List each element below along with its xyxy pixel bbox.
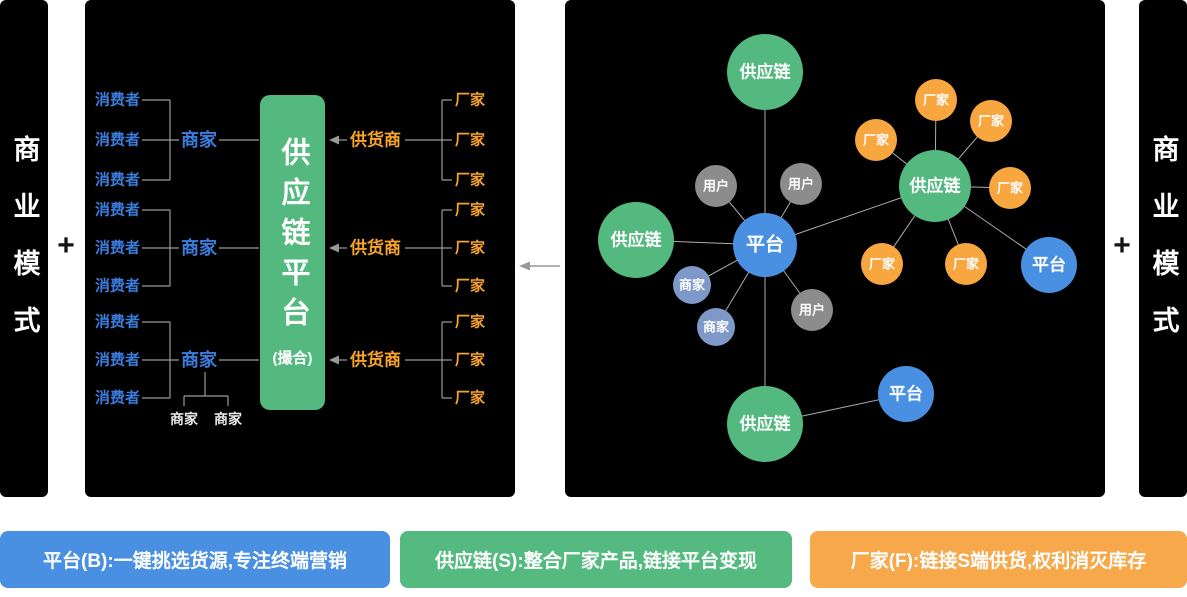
node-label: 商家	[679, 278, 706, 293]
panels-connector-arrow-icon	[519, 261, 560, 271]
merchant-platform-links	[219, 139, 259, 361]
node-label: 平台	[746, 233, 784, 256]
node-label: 用户	[702, 179, 729, 194]
plus-sign-right: +	[1113, 229, 1131, 262]
sub-merchant-bracket	[183, 372, 229, 406]
network-node-factory: 厂家	[915, 79, 957, 121]
consumer-label: 消费者	[95, 313, 141, 331]
legend-platform-prefix: 平台(B):	[43, 551, 114, 572]
consumer-bracket-group2	[142, 209, 179, 287]
network-node-supply-chain-top: 供应链	[727, 34, 803, 110]
network-node-factory: 厂家	[945, 243, 987, 285]
factory-label: 厂家	[455, 91, 486, 109]
network-node-supply-chain-left: 供应链	[598, 202, 674, 278]
network-node-user: 用户	[780, 163, 822, 205]
network-graph-panel: 供应链 供应链 供应链 供应链 平台 平台	[565, 0, 1105, 497]
network-node-factory: 厂家	[989, 167, 1031, 209]
network-node-platform-center: 平台	[733, 213, 797, 277]
node-label: 供应链	[610, 230, 663, 250]
network-node-factory: 厂家	[861, 243, 903, 285]
node-label: 商家	[703, 320, 730, 335]
node-label: 用户	[798, 303, 825, 318]
node-label: 平台	[1032, 255, 1066, 275]
network-node-merchant: 商家	[673, 266, 711, 304]
supply-chain-right-edges	[875, 99, 1050, 266]
legend-supply-chain: 供应链(S):整合厂家产品,链接平台变现	[400, 531, 792, 588]
right-side-bar: 商业模式	[1139, 0, 1187, 497]
consumer-label: 消费者	[95, 351, 141, 369]
flow-connector-lines	[142, 99, 452, 406]
supplier-arrow-3	[329, 355, 347, 365]
consumer-label: 消费者	[95, 91, 141, 109]
sub-merchant-label: 商家	[170, 411, 198, 427]
merchant-label: 商家	[181, 350, 217, 370]
left-side-bar: 商业模式	[0, 0, 48, 497]
consumer-label: 消费者	[95, 171, 141, 189]
node-label: 供应链	[739, 414, 792, 434]
node-label: 厂家	[863, 133, 890, 148]
consumer-bracket-group3	[142, 321, 179, 399]
platform-box-title: 供应链平台	[277, 137, 309, 337]
factory-label: 厂家	[455, 351, 486, 369]
node-label: 厂家	[953, 257, 980, 272]
right-vertical-title: 商业模式	[1148, 134, 1179, 363]
network-node-supply-chain-right: 供应链	[899, 150, 971, 222]
network-node-factory: 厂家	[855, 119, 897, 161]
platform-box-subtitle: (撮合)	[272, 350, 313, 367]
network-node-user: 用户	[695, 165, 737, 207]
legend-platform: 平台(B):一键挑选货源,专注终端营销	[0, 531, 390, 588]
network-node-merchant: 商家	[697, 308, 735, 346]
factory-label: 厂家	[455, 131, 486, 149]
factory-label: 厂家	[455, 313, 486, 331]
merchant-label: 商家	[181, 130, 217, 150]
platform-center-edges	[635, 72, 936, 424]
supplier-label: 供货商	[350, 238, 401, 258]
legend-supply-chain-prefix: 供应链(S):	[435, 551, 524, 572]
node-label: 厂家	[923, 93, 950, 108]
consumer-label: 消费者	[95, 201, 141, 219]
factory-bracket-group2	[405, 209, 452, 287]
sub-merchant-label: 商家	[214, 411, 242, 427]
node-label: 厂家	[869, 257, 896, 272]
supplier-arrow-2	[329, 243, 347, 253]
consumer-bracket-group1	[142, 99, 179, 181]
legend-factory: 厂家(F):链接S端供货,权利消灭库存	[810, 531, 1187, 588]
factory-bracket-group1	[405, 99, 452, 181]
consumer-label: 消费者	[95, 131, 141, 149]
network-node-user: 用户	[791, 289, 833, 331]
node-label: 供应链	[909, 176, 962, 196]
legend-factory-text: 链接S端供货,权利消灭库存	[919, 551, 1147, 572]
node-label: 平台	[889, 384, 923, 404]
network-node-supply-chain-bottom: 供应链	[727, 386, 803, 462]
merchant-label: 商家	[181, 238, 217, 258]
consumer-label: 消费者	[95, 277, 141, 295]
consumer-label: 消费者	[95, 389, 141, 407]
supply-chain-flow-panel: 消费者 消费者 消费者 消费者 消费者 消费者 消费者 消费者 消费者 商家 商…	[85, 0, 515, 497]
node-label: 供应链	[739, 62, 792, 82]
left-vertical-title: 商业模式	[9, 134, 40, 363]
network-node-platform-right: 平台	[1021, 237, 1077, 293]
supplier-label: 供货商	[350, 350, 401, 370]
network-node-factory: 厂家	[970, 100, 1012, 142]
factory-label: 厂家	[455, 239, 486, 257]
legend-platform-text: 一键挑选货源,专注终端营销	[113, 551, 347, 572]
supplier-arrow-1	[329, 135, 347, 145]
factory-label: 厂家	[455, 277, 486, 295]
factory-label: 厂家	[455, 201, 486, 219]
legend-factory-prefix: 厂家(F):	[850, 551, 920, 572]
supplier-label: 供货商	[350, 130, 401, 150]
node-label: 厂家	[997, 181, 1024, 196]
factory-label: 厂家	[455, 389, 486, 407]
factory-label: 厂家	[455, 171, 486, 189]
legend-supply-chain-text: 整合厂家产品,链接平台变现	[523, 551, 757, 572]
plus-sign-left: +	[57, 229, 75, 262]
node-label: 用户	[787, 177, 814, 192]
factory-bracket-group3	[405, 321, 452, 399]
node-label: 厂家	[978, 114, 1005, 129]
network-graph: 供应链 供应链 供应链 供应链 平台 平台	[598, 34, 1077, 462]
consumer-label: 消费者	[95, 239, 141, 257]
supply-chain-platform-box: 供应链平台 (撮合)	[260, 95, 325, 410]
network-node-platform-bottom: 平台	[878, 366, 934, 422]
